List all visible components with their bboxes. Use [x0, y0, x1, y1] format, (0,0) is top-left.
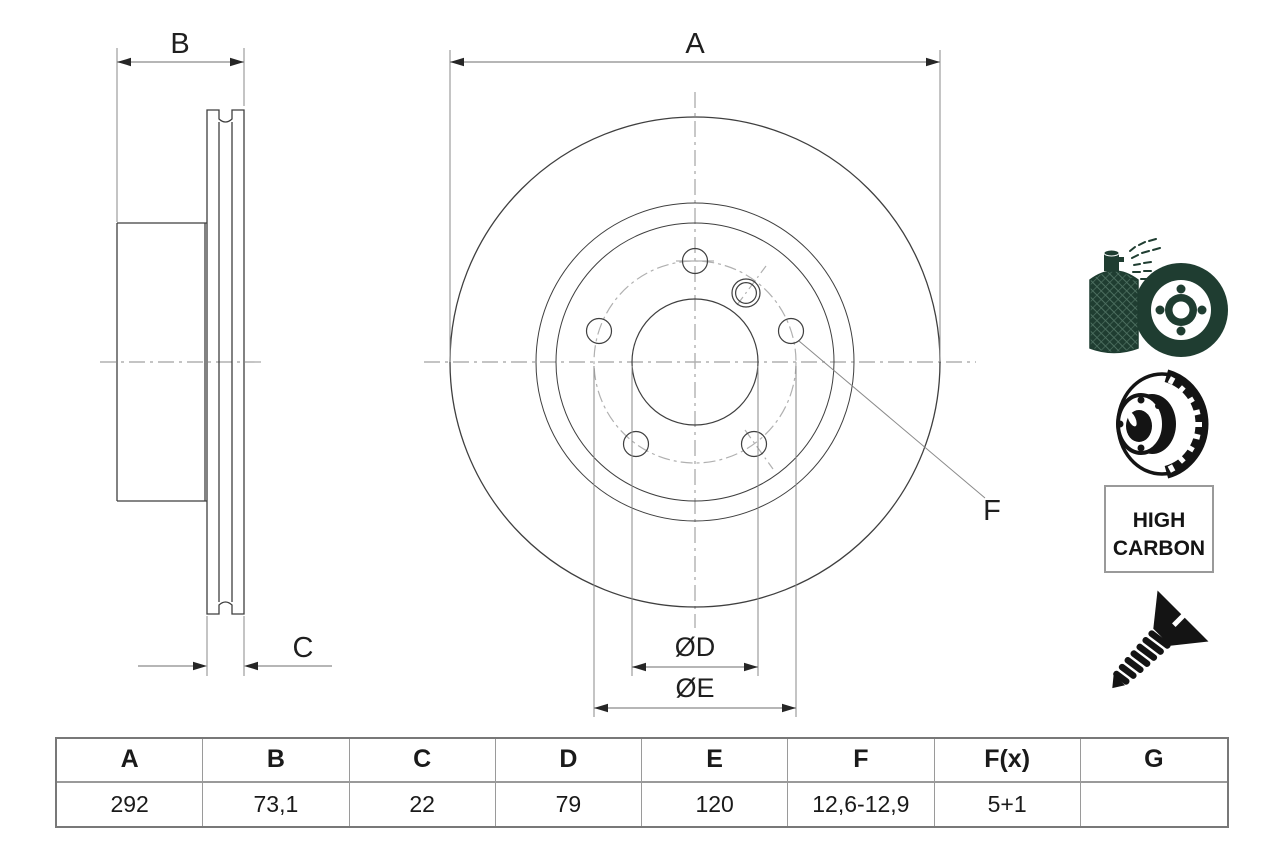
dimension-e-label: ØE: [675, 673, 714, 703]
spec-table-value-row: 292 73,1 22 79 120 12,6-12,9 5+1: [57, 782, 1227, 827]
table-header-cell-a: A: [57, 739, 204, 783]
side-view-hat-section: [116, 222, 207, 502]
dimension-b: B: [116, 28, 245, 222]
dimension-a: A: [449, 28, 941, 362]
table-header-cell-f: F: [788, 739, 935, 783]
table-value-cell-g: [1081, 783, 1227, 827]
bolt-circle: [593, 260, 797, 464]
radial-dash-lower-right: [744, 429, 774, 470]
dimension-c-label: C: [293, 632, 314, 664]
coated-disc: [1134, 263, 1228, 357]
locating-pin-hole: [731, 278, 761, 308]
table-header-cell-fx: F(x): [934, 739, 1081, 783]
table-header-cell-e: E: [642, 739, 789, 783]
high-carbon-badge: HIGH CARBON: [1104, 485, 1214, 573]
bolt-hole: [622, 430, 650, 458]
technical-drawing-canvas: B C: [100, 28, 1228, 717]
table-header-cell-b: B: [203, 739, 350, 783]
high-carbon-line2: CARBON: [1113, 537, 1205, 560]
table-header-cell-d: D: [495, 739, 642, 783]
dimension-b-label: B: [170, 28, 189, 60]
bolt-hole: [740, 430, 768, 458]
radial-dash-pin: [736, 265, 767, 306]
countersunk-screw-icon: [1112, 590, 1209, 689]
table-value-cell-f: 12,6-12,9: [788, 782, 935, 826]
dimension-a-label: A: [685, 28, 705, 60]
friction-surface-circle: [535, 202, 855, 522]
spec-table-header-row: A B C D E F F(x) G: [57, 739, 1227, 783]
dimension-d-label: ØD: [675, 632, 716, 662]
spec-table: A B C D E F F(x) G 292 73,1 22 79 120 12…: [55, 737, 1229, 828]
table-value-cell-d: 79: [496, 782, 642, 826]
bolt-hole: [585, 317, 613, 345]
table-value-cell-b: 73,1: [203, 782, 350, 826]
dimension-e: ØE: [593, 366, 797, 717]
vent-slots: [1167, 376, 1202, 473]
table-value-cell-a: 292: [57, 782, 204, 826]
table-value-cell-c: 22: [350, 782, 496, 826]
dimension-f: F: [798, 340, 1001, 527]
table-header-cell-g: G: [1080, 739, 1227, 783]
table-value-cell-fx: 5+1: [935, 782, 1081, 826]
hat-edge-circle: [555, 222, 835, 502]
spray-can: [1089, 238, 1161, 354]
dimension-c: C: [138, 616, 332, 676]
center-bore-circle: [631, 298, 759, 426]
side-view-friction-ring: [206, 109, 245, 615]
dimension-d: ØD: [631, 366, 759, 676]
spray-lines: [1129, 238, 1161, 281]
table-value-cell-e: 120: [642, 782, 789, 826]
vented-disc-icon: [1116, 369, 1209, 479]
bolt-hole: [681, 247, 709, 275]
side-view: B C: [100, 28, 332, 676]
high-carbon-line1: HIGH: [1133, 509, 1186, 532]
dimension-f-label: F: [983, 495, 1001, 527]
bolt-holes: [585, 247, 805, 458]
front-view: A ØD ØE F: [424, 28, 1001, 717]
table-header-cell-c: C: [349, 739, 496, 783]
bolt-hole: [777, 317, 805, 345]
coated-disc-spray-icon: [1089, 238, 1228, 357]
